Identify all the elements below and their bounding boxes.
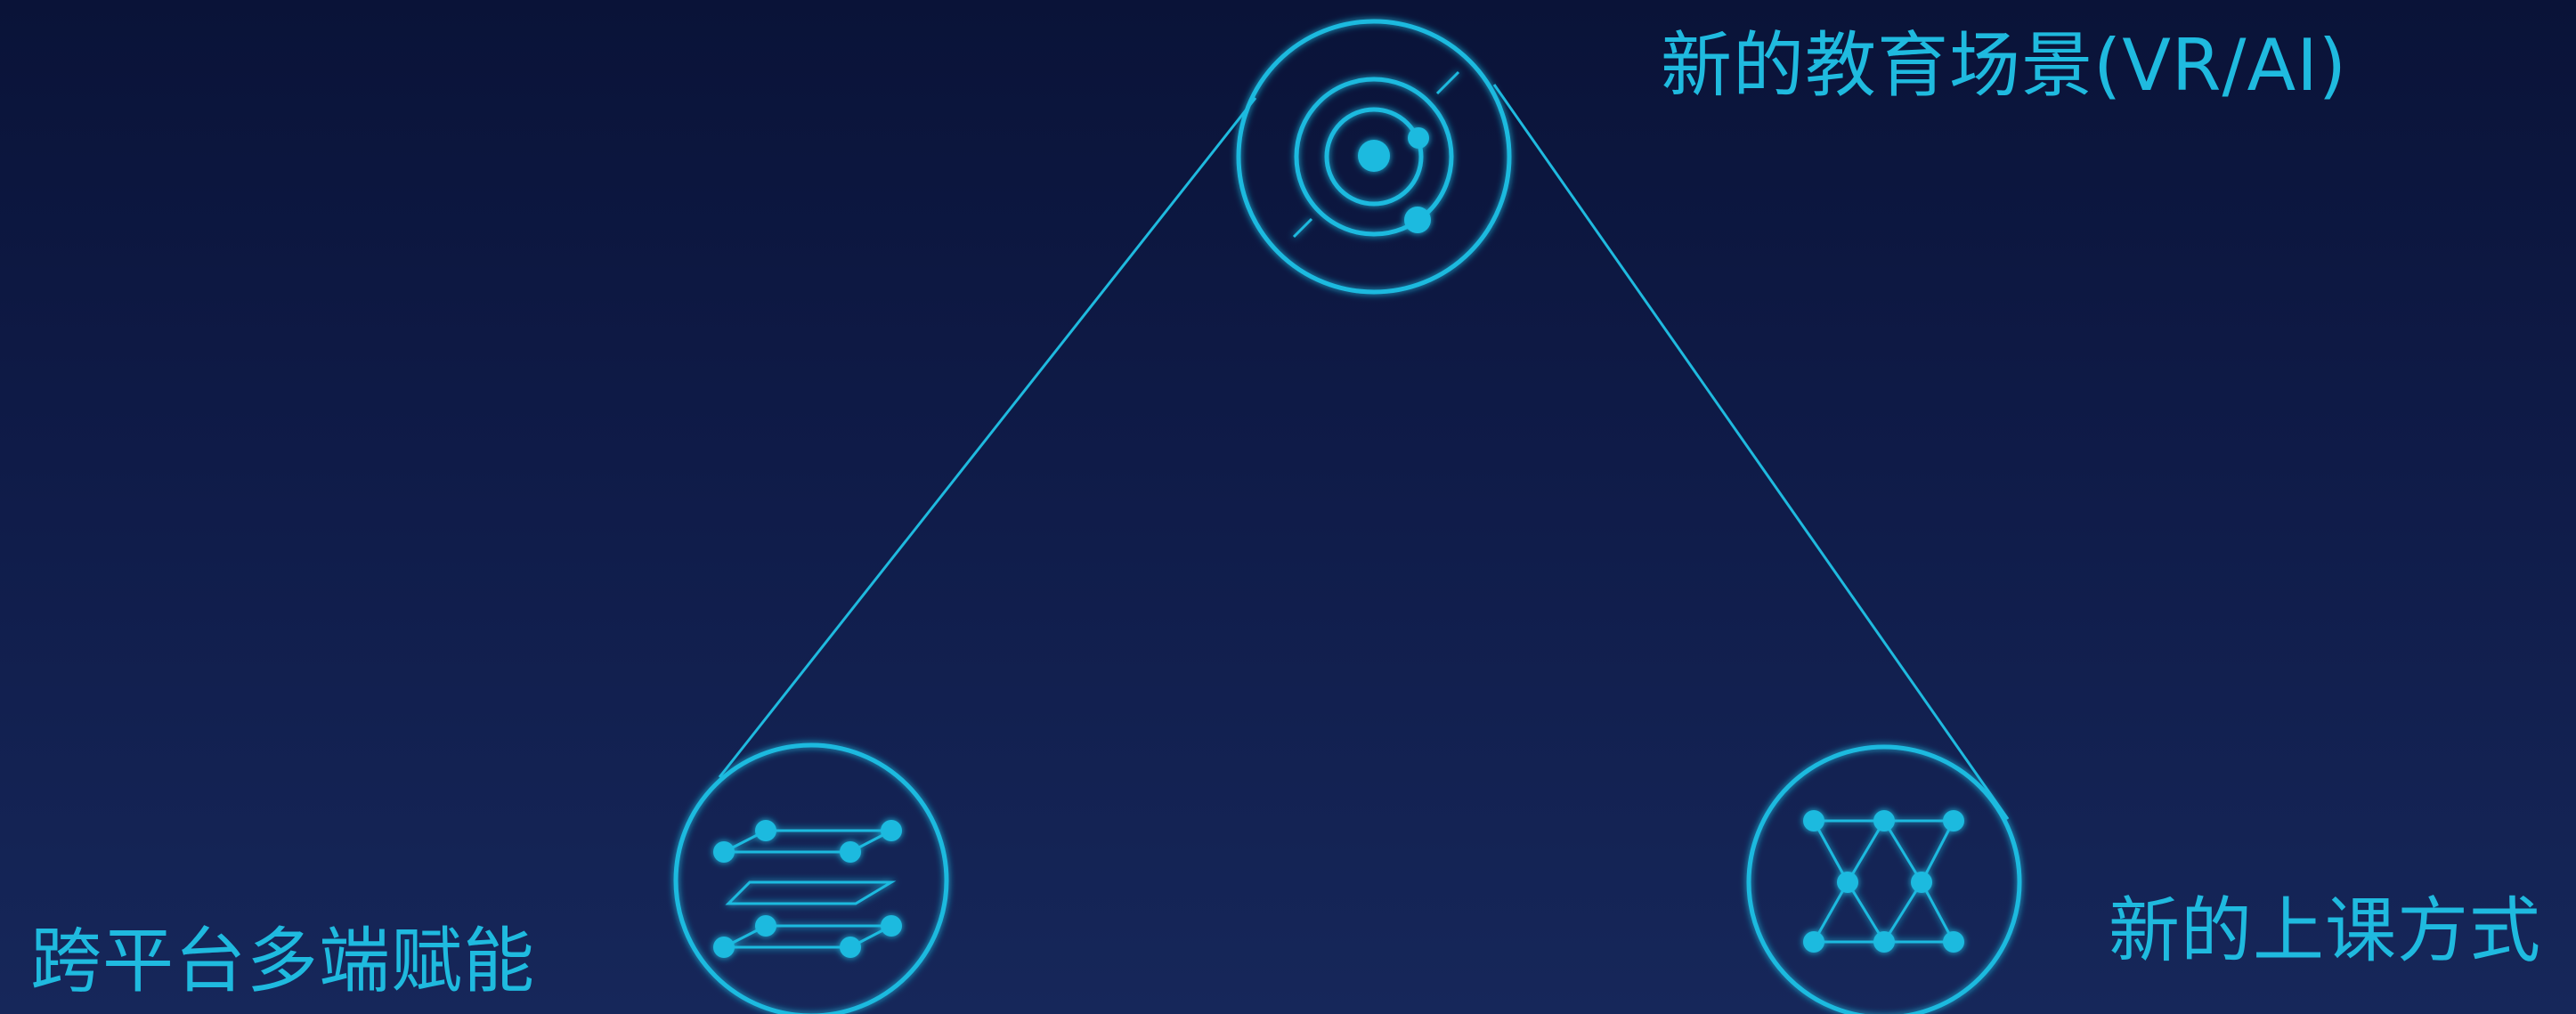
node-right-ring [1746, 744, 2022, 1014]
node-top-ring [1236, 19, 1512, 295]
node-left-ring [673, 742, 949, 1014]
network-icon [1803, 810, 1964, 953]
node-top-label: 新的教育场景(VR/AI) [1661, 24, 2348, 107]
connector-top-right [1492, 84, 2010, 820]
layers-icon [713, 820, 902, 958]
orbit-icon [1292, 70, 1460, 239]
node-right [1746, 744, 2022, 1014]
node-left-label: 跨平台多端赋能 [30, 920, 535, 1002]
connector-top-left [718, 97, 1257, 778]
node-right-label: 新的上课方式 [2109, 889, 2541, 972]
node-left [673, 742, 949, 1014]
node-top [1236, 19, 1512, 295]
